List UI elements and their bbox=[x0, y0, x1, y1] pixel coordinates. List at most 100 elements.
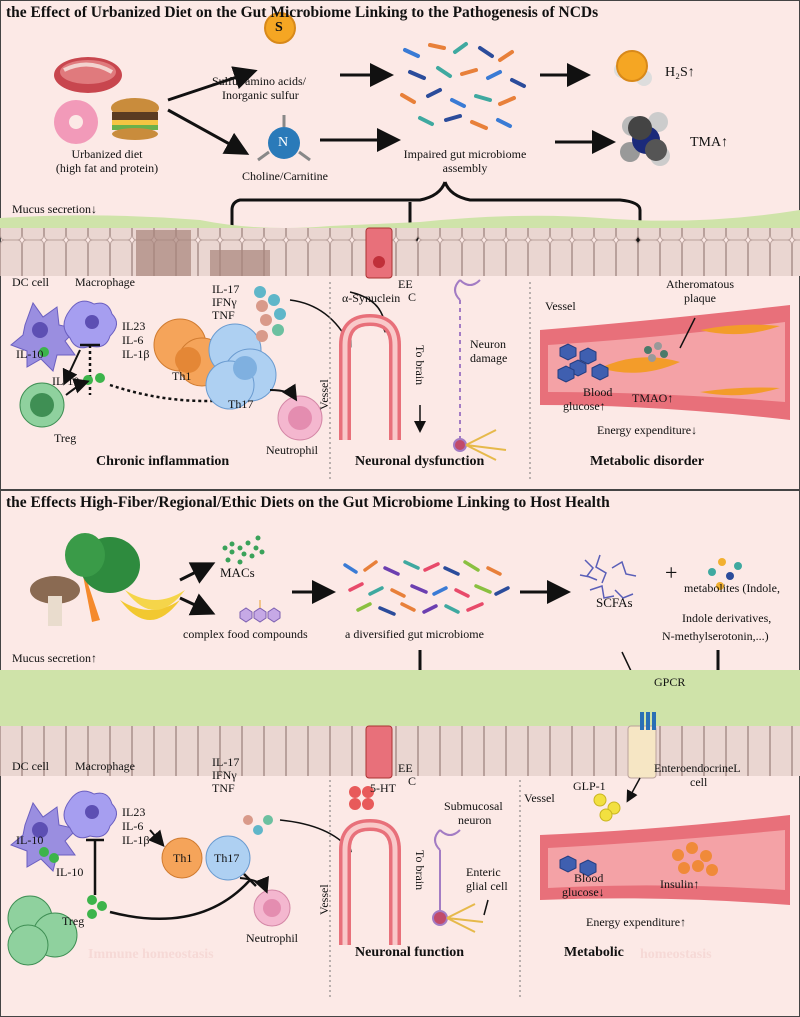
sulfur-icon-letter: S bbox=[275, 20, 283, 35]
brace-right bbox=[443, 181, 642, 211]
sulfur-label-2: Inorganic sulfur bbox=[222, 88, 299, 102]
treg-cell-icon-bottom bbox=[7, 895, 78, 966]
epithelium-bottom bbox=[0, 726, 800, 776]
sulfur-label-1: Sulfur amino acids/ bbox=[212, 74, 306, 88]
plaque-label-2: plaque bbox=[684, 291, 716, 305]
glucose-hexagons-top bbox=[557, 343, 609, 383]
cytokine-cluster-top bbox=[254, 286, 286, 342]
bottom-title: the Effects High-Fiber/Regional/Ethic Di… bbox=[6, 494, 610, 511]
mucus-label-top: Mucus secretion↓ bbox=[12, 202, 97, 216]
nitrogen-icon-letter: N bbox=[278, 135, 289, 150]
macs-icon bbox=[222, 535, 265, 565]
metabolites-3: N-methylserotonin,...) bbox=[662, 629, 769, 643]
choline-label: Choline/Carnitine bbox=[242, 169, 328, 183]
neutrophil-label-bottom: Neutrophil bbox=[246, 931, 298, 945]
synuclein-label: α-Synuclein bbox=[342, 291, 401, 305]
diet-label-1: Urbanized diet bbox=[71, 147, 143, 161]
cytokine-bottom-mid-2: IL-6 bbox=[122, 819, 144, 833]
vessel-label-top: Vessel bbox=[317, 379, 331, 410]
scfas-icon bbox=[579, 554, 637, 599]
cytokine-mid-2: IL-6 bbox=[122, 333, 144, 347]
submucosal-neuron-icon bbox=[432, 829, 484, 933]
cytokine-bottom-3: TNF bbox=[212, 781, 235, 795]
neuron-damage-1: Neuron bbox=[470, 337, 506, 351]
h2s-molecule-icon bbox=[614, 50, 652, 86]
diet-label-2: (high fat and protein) bbox=[55, 161, 159, 175]
arrow-diet-sulfur bbox=[167, 66, 258, 102]
blood-glucose-top-1: Blood bbox=[583, 385, 613, 399]
il10-top-a: IL-10 bbox=[16, 347, 44, 361]
dc-cell-icon-bottom bbox=[10, 801, 78, 872]
macrophage-label-top: Macrophage bbox=[75, 275, 135, 289]
tmao-label: TMAO↑ bbox=[632, 391, 674, 405]
epithelium-top bbox=[0, 228, 800, 276]
th17-cell-icon-bottom bbox=[205, 835, 251, 881]
brace-left bbox=[230, 181, 447, 211]
treg-label-bottom: Treg bbox=[62, 914, 85, 928]
macrophage-icon-top bbox=[63, 300, 117, 349]
cytokine-top-3: TNF bbox=[212, 308, 235, 322]
neutrophil-label-top: Neutrophil bbox=[266, 443, 318, 457]
glucose-hexagons-bottom bbox=[559, 855, 597, 877]
sulfur-icon bbox=[264, 12, 296, 44]
ee-label-bottom-1: EE bbox=[398, 761, 413, 775]
ee-label-bottom-2: C bbox=[408, 774, 417, 788]
microbiome-label-1: Impaired gut microbiome bbox=[403, 147, 527, 161]
treg-cell-icon-top bbox=[19, 382, 65, 428]
section-metabolic-bottom-b: homeostasis bbox=[640, 947, 712, 962]
blood-glucose-top-2: glucose↑ bbox=[563, 399, 606, 413]
vessel-loop-top bbox=[339, 313, 401, 440]
gpcr-label: GPCR bbox=[654, 675, 686, 689]
plus-sign: + bbox=[665, 560, 678, 585]
il10-bottom-a: IL-10 bbox=[16, 833, 44, 847]
th17-cell-icon-top bbox=[205, 323, 277, 410]
enteric-2: glial cell bbox=[466, 879, 508, 893]
cytokine-top-1: IL-17 bbox=[212, 282, 240, 296]
arrow-diet-macs bbox=[179, 562, 216, 584]
h2s-label: H₂S↑ bbox=[665, 65, 695, 80]
blood-glucose-bottom-2: glucose↓ bbox=[562, 885, 605, 899]
arrow-diet-compounds bbox=[179, 593, 216, 616]
ee-label-top-1: EE bbox=[398, 277, 413, 291]
mucus-layer-bottom bbox=[0, 670, 800, 728]
tmao-particles bbox=[644, 342, 668, 362]
mucus-label-bottom: Mucus secretion↑ bbox=[12, 651, 97, 665]
energy-label-top: Energy expenditure↓ bbox=[597, 423, 698, 437]
macrophage-label-bottom: Macrophage bbox=[75, 759, 135, 773]
enteric-1: Enteric bbox=[466, 865, 501, 879]
macrophage-icon-bottom bbox=[63, 790, 117, 839]
cytokine-bottom-1: IL-17 bbox=[212, 755, 240, 769]
enteroendocrine-1: EnteroendocrineL bbox=[654, 761, 741, 775]
plaque-label-1: Atheromatous bbox=[666, 277, 734, 291]
insulin-label: Insulin↑ bbox=[660, 877, 700, 891]
il10-top-b: IL-10 bbox=[52, 374, 80, 388]
cytokine-mid-1: IL23 bbox=[122, 319, 146, 333]
to-brain-bottom: To brain bbox=[413, 850, 427, 891]
vessel-loop-bottom bbox=[339, 818, 401, 945]
diverse-microbiome-icon bbox=[343, 560, 510, 616]
urbanized-diet-icon bbox=[54, 57, 159, 144]
metabolites-1: metabolites (Indole, bbox=[684, 581, 780, 595]
vessel-label-bottom: Vessel bbox=[317, 884, 331, 915]
5ht-label: 5-HT bbox=[370, 781, 396, 795]
neuron-damage-2: damage bbox=[470, 351, 508, 365]
vessel-label-right-bottom: Vessel bbox=[524, 791, 555, 805]
cytokine-top-2: IFNγ bbox=[212, 295, 237, 309]
complex-food-label: complex food compounds bbox=[183, 627, 308, 641]
mucus-layer-top bbox=[0, 210, 800, 232]
submucosal-1: Submucosal bbox=[444, 799, 503, 813]
ee-label-top-2: C bbox=[408, 290, 417, 304]
tma-label: TMA↑ bbox=[690, 135, 729, 150]
dc-cell-label-bottom: DC cell bbox=[12, 759, 49, 773]
high-fiber-diet-icon bbox=[30, 533, 185, 626]
damaged-neuron-icon bbox=[453, 279, 507, 461]
glp1-label: GLP-1 bbox=[573, 779, 606, 793]
blood-glucose-bottom-1: Blood bbox=[574, 871, 604, 885]
complex-compound-icon bbox=[239, 600, 281, 623]
scfas-label: SCFAs bbox=[596, 595, 633, 610]
cytokine-bottom-mid-1: IL23 bbox=[122, 805, 146, 819]
section-immune: Immune homeostasis bbox=[88, 947, 214, 962]
microbiome-label-2: assembly bbox=[442, 161, 488, 175]
